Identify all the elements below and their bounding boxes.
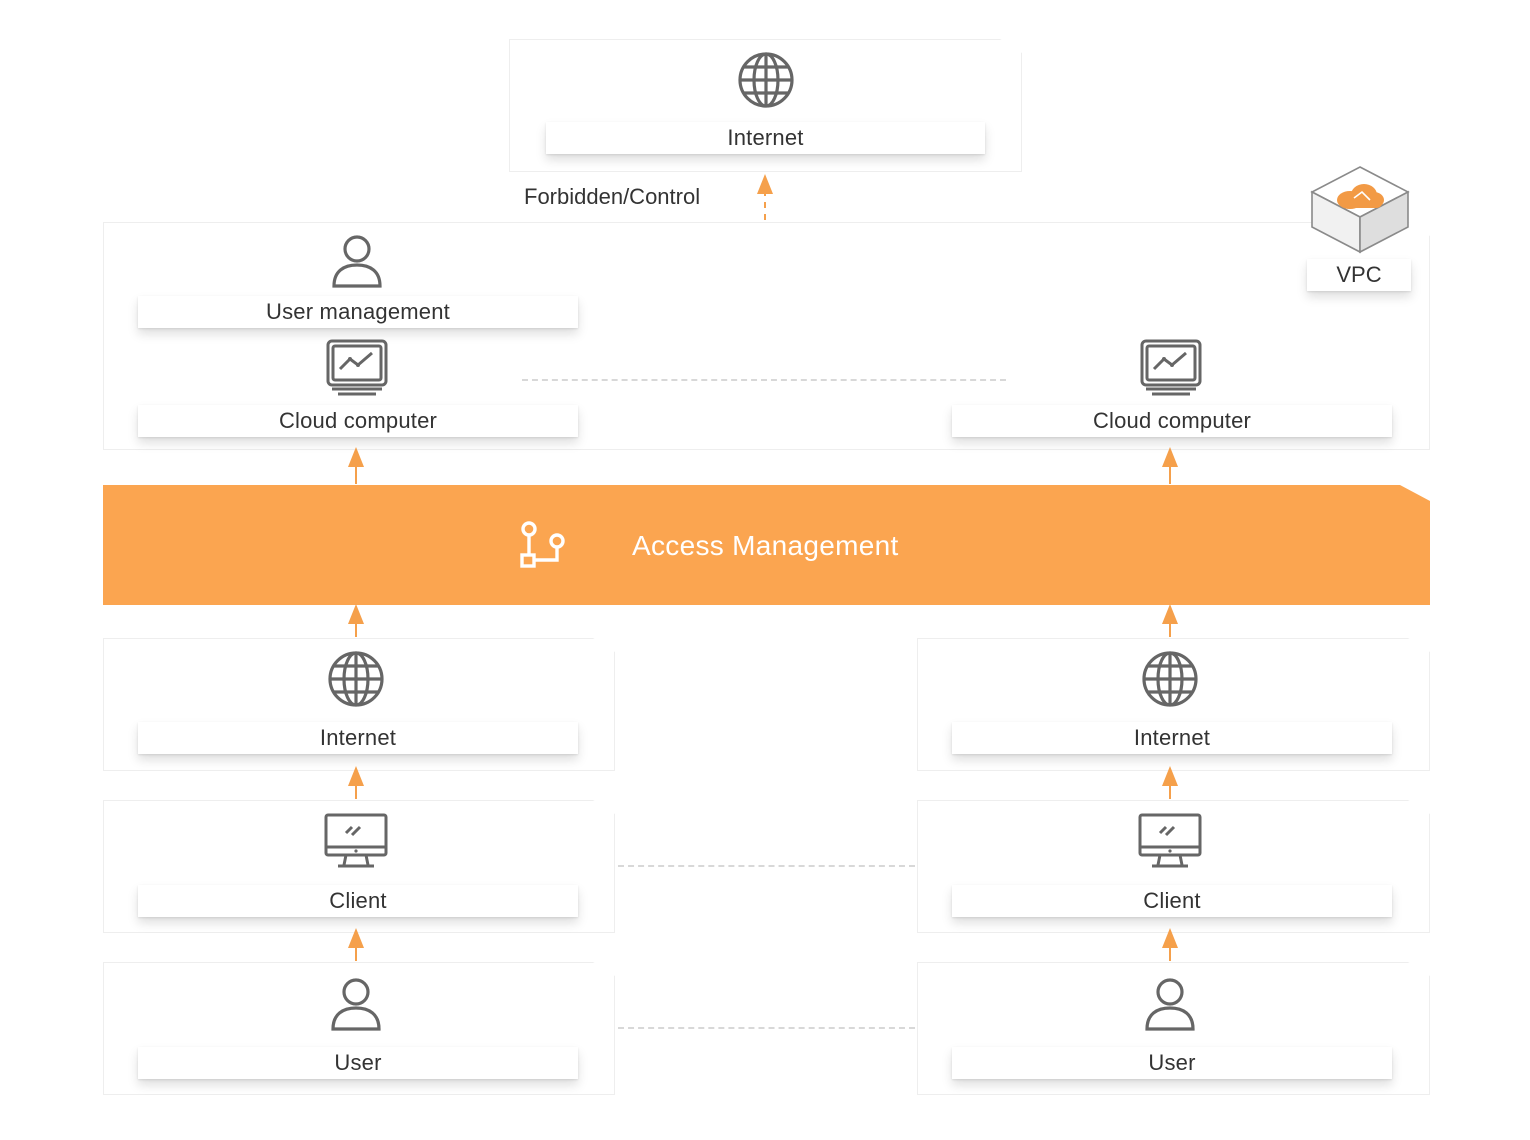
access-management-band	[103, 485, 1430, 605]
left-internet-label: Internet	[138, 722, 578, 754]
forbidden-control-label: Forbidden/Control	[524, 184, 701, 209]
globe-icon	[328, 651, 384, 707]
person-icon	[1145, 978, 1195, 1031]
cloud-computer-icon	[326, 339, 388, 396]
top-internet-label: Internet	[546, 122, 985, 154]
monitor-icon	[324, 813, 388, 868]
left-client-label: Client	[138, 885, 578, 917]
access-management-label: Access Management	[632, 530, 899, 561]
cloud-computer-icon	[1140, 339, 1202, 396]
cloud-computer-right-label: Cloud computer	[952, 405, 1392, 437]
left-user-label: User	[138, 1047, 578, 1079]
user-management-label: User management	[138, 296, 578, 328]
branch-icon	[520, 521, 565, 568]
right-client-label: Client	[952, 885, 1392, 917]
vpc-label: VPC	[1307, 259, 1411, 291]
monitor-icon	[1138, 813, 1202, 868]
right-user-label: User	[952, 1047, 1392, 1079]
cloud-computer-dashed-link	[522, 379, 1006, 381]
user-dashed-link	[618, 1027, 915, 1029]
right-internet-label: Internet	[952, 722, 1392, 754]
globe-icon	[1142, 651, 1198, 707]
globe-icon	[738, 52, 794, 108]
client-dashed-link	[618, 865, 915, 867]
person-icon	[332, 235, 382, 288]
person-icon	[331, 978, 381, 1031]
cloud-computer-left-label: Cloud computer	[138, 405, 578, 437]
vpc-cube-icon	[1310, 166, 1410, 254]
